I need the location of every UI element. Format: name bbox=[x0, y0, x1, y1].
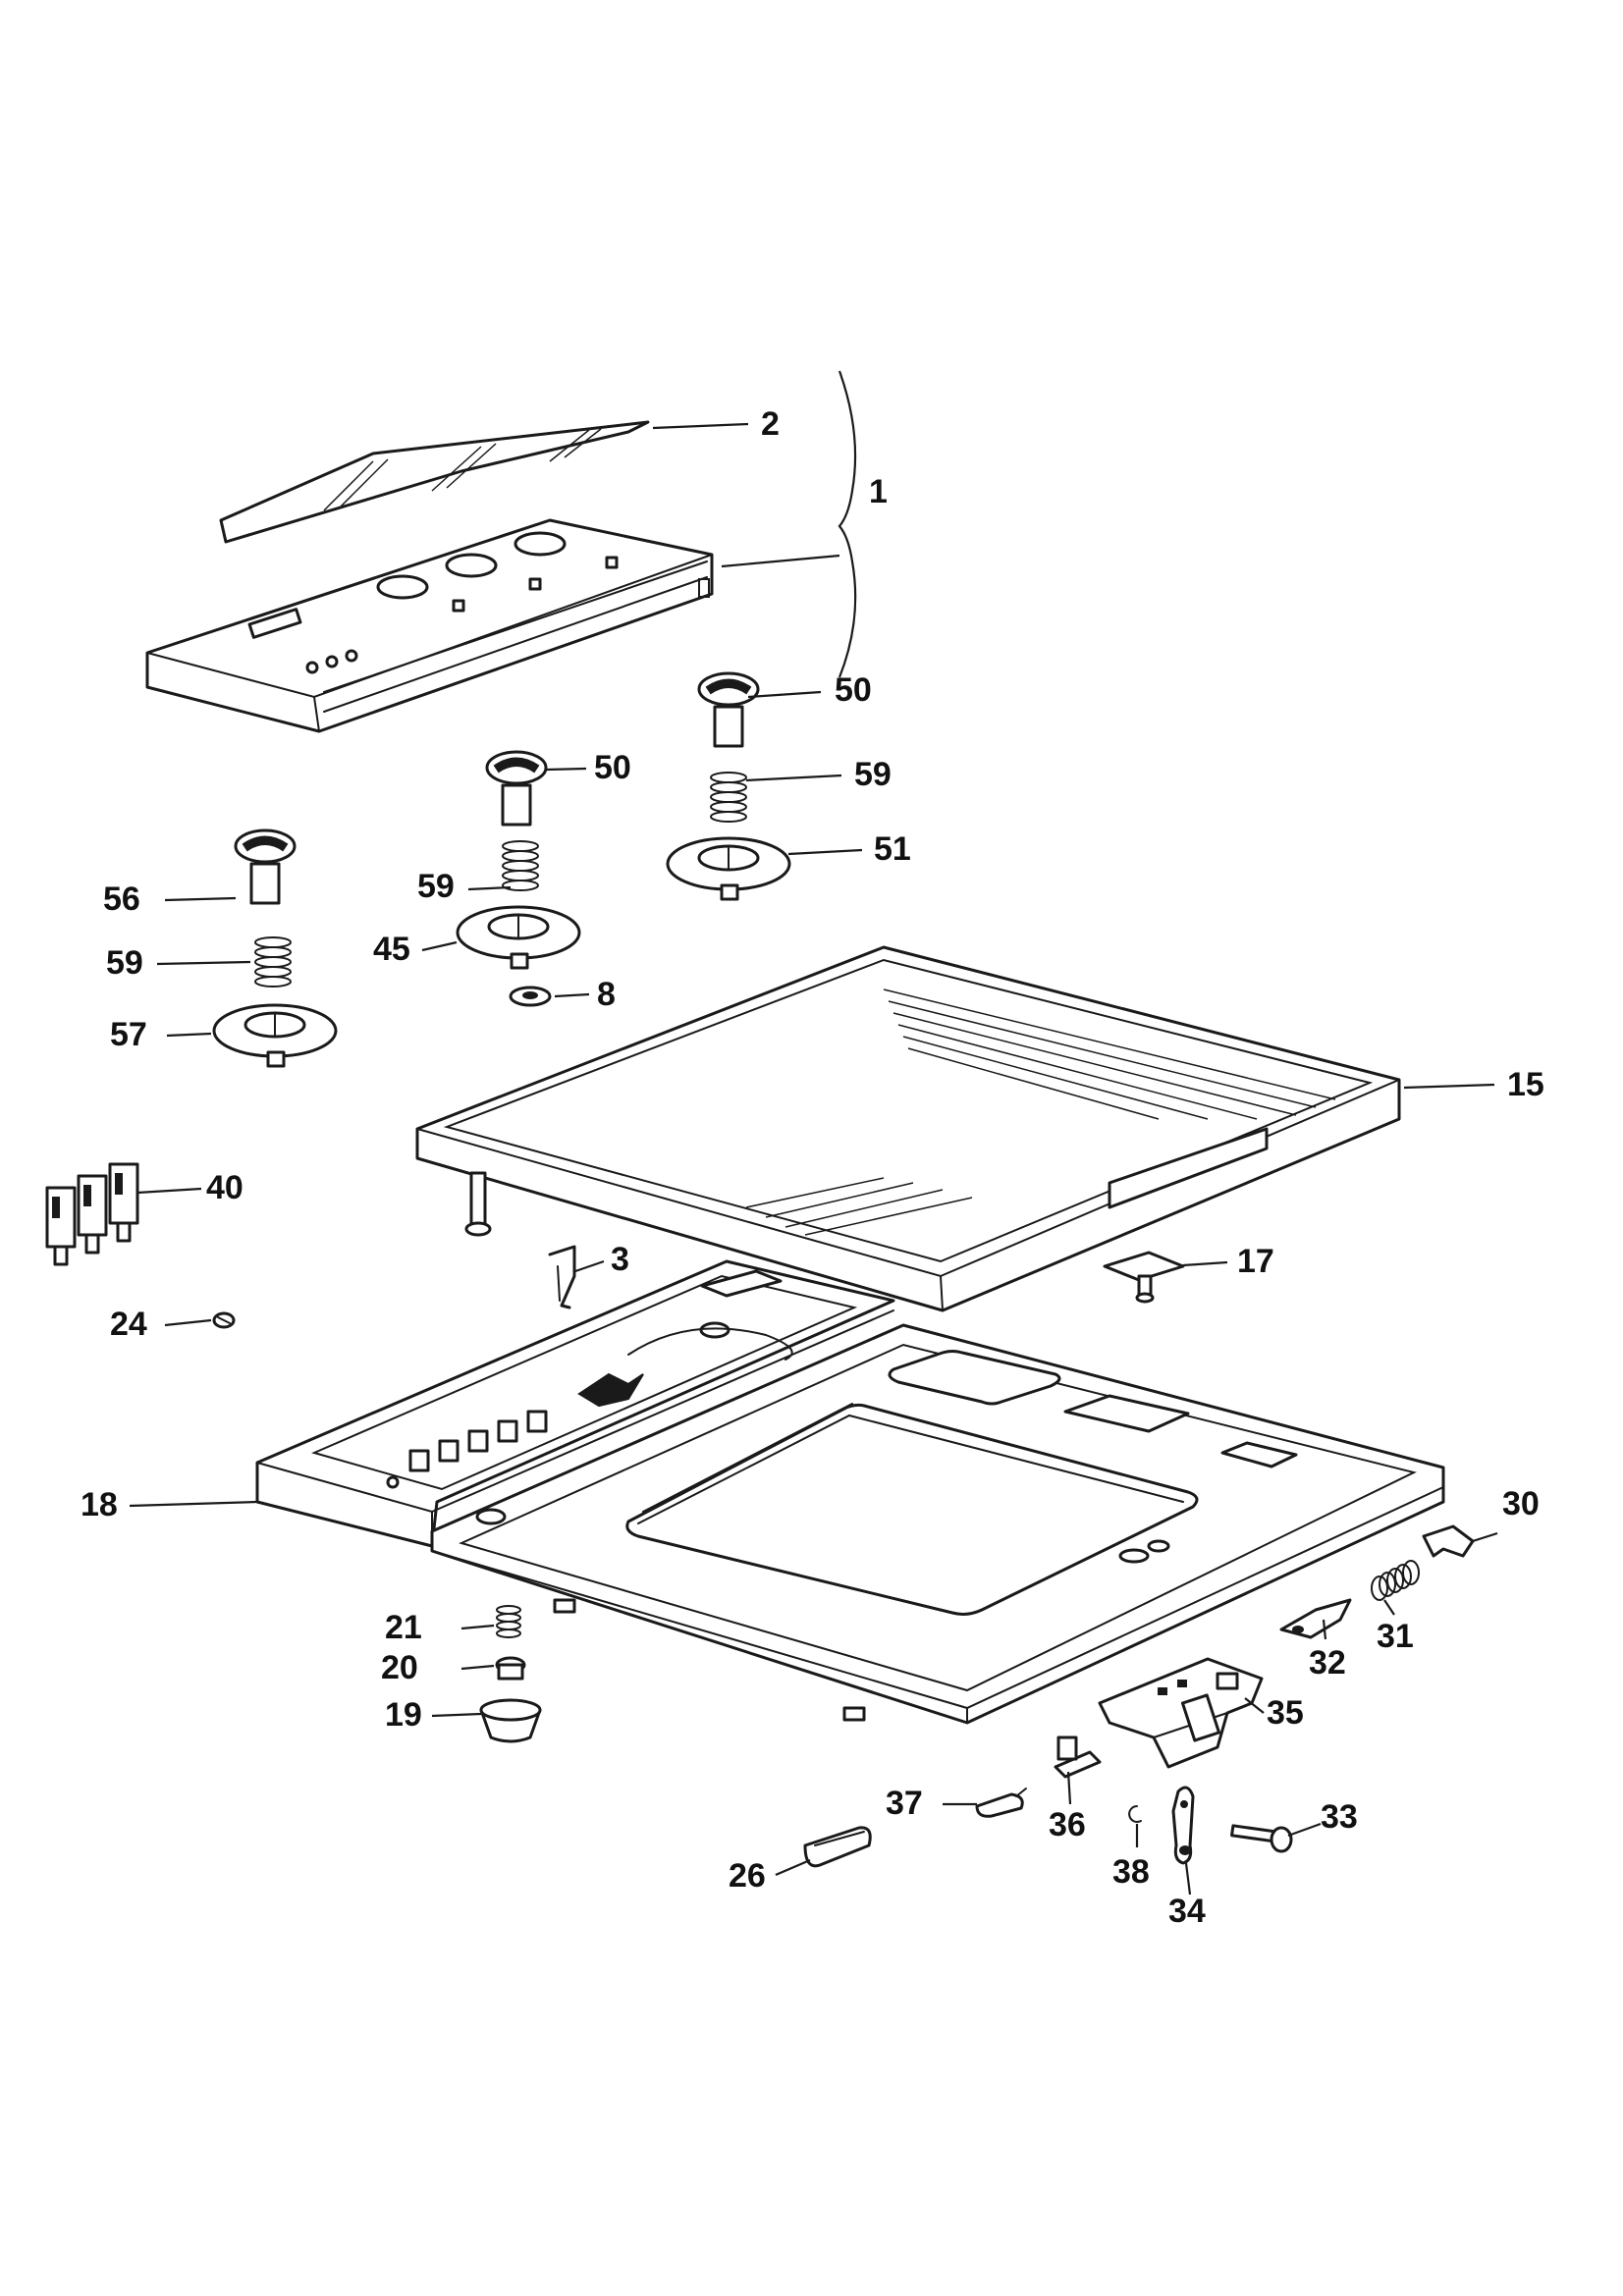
part-26-clip bbox=[803, 1826, 872, 1868]
part-38-clip bbox=[1128, 1805, 1142, 1823]
callout-2: 2 bbox=[761, 405, 780, 443]
assembly-1-brace bbox=[838, 370, 857, 678]
callout-36: 36 bbox=[1049, 1806, 1086, 1843]
callout-18: 18 bbox=[81, 1486, 118, 1523]
callout-24: 24 bbox=[110, 1306, 147, 1343]
callout-8: 8 bbox=[597, 976, 616, 1013]
part-24-screw bbox=[212, 1311, 236, 1329]
callout-labels: 2 1 50 59 51 50 59 45 8 56 59 57 15 40 3… bbox=[81, 405, 1544, 1930]
callout-50-middle: 50 bbox=[594, 749, 631, 786]
part-3-clip bbox=[548, 1245, 576, 1309]
callout-21: 21 bbox=[385, 1609, 422, 1646]
part-30-catch bbox=[1422, 1524, 1475, 1558]
part-37-pin bbox=[975, 1788, 1027, 1818]
part-40-switches bbox=[45, 1162, 139, 1266]
part-34-hook bbox=[1171, 1786, 1195, 1865]
part-33-bolt bbox=[1230, 1824, 1293, 1853]
callout-35: 35 bbox=[1267, 1694, 1304, 1732]
knob-assembly-right bbox=[666, 671, 791, 901]
callout-59-right: 59 bbox=[854, 756, 892, 793]
callout-32: 32 bbox=[1309, 1644, 1346, 1682]
part-17-bracket bbox=[1103, 1251, 1185, 1304]
callout-51: 51 bbox=[874, 830, 911, 868]
callout-15: 15 bbox=[1507, 1066, 1544, 1103]
callout-40: 40 bbox=[206, 1169, 243, 1206]
part-20-plug bbox=[495, 1656, 526, 1681]
part-2-glass-panel bbox=[219, 420, 650, 544]
callout-38: 38 bbox=[1112, 1853, 1150, 1891]
callout-19: 19 bbox=[385, 1696, 422, 1734]
callout-17: 17 bbox=[1237, 1243, 1274, 1280]
leader-lines bbox=[129, 422, 1498, 1896]
callout-20: 20 bbox=[381, 1649, 418, 1686]
callout-45: 45 bbox=[373, 931, 410, 968]
part-21-spring bbox=[496, 1605, 521, 1638]
part-35-lock-housing bbox=[1098, 1657, 1264, 1769]
callout-26: 26 bbox=[729, 1857, 766, 1895]
knob-assembly-left bbox=[212, 828, 338, 1068]
callout-59-middle: 59 bbox=[417, 868, 455, 905]
callout-34: 34 bbox=[1168, 1893, 1206, 1930]
callout-1: 1 bbox=[869, 473, 888, 510]
callout-50-right: 50 bbox=[835, 671, 872, 709]
callout-59-left: 59 bbox=[106, 944, 143, 982]
callout-33: 33 bbox=[1321, 1798, 1358, 1836]
part-18-top-frame bbox=[255, 1259, 1445, 1725]
callout-37: 37 bbox=[886, 1785, 923, 1822]
part-1-control-panel bbox=[145, 518, 714, 733]
part-15-lid bbox=[415, 945, 1401, 1312]
part-19-cap bbox=[479, 1698, 542, 1743]
callout-3: 3 bbox=[611, 1241, 629, 1278]
callout-31: 31 bbox=[1377, 1618, 1414, 1655]
part-31-spring bbox=[1371, 1560, 1420, 1601]
callout-56: 56 bbox=[103, 881, 140, 918]
part-36-button bbox=[1054, 1735, 1102, 1779]
callout-30: 30 bbox=[1502, 1485, 1540, 1522]
part-32-lever bbox=[1279, 1598, 1352, 1639]
callout-57: 57 bbox=[110, 1016, 147, 1053]
knob-assembly-middle bbox=[456, 750, 581, 1007]
